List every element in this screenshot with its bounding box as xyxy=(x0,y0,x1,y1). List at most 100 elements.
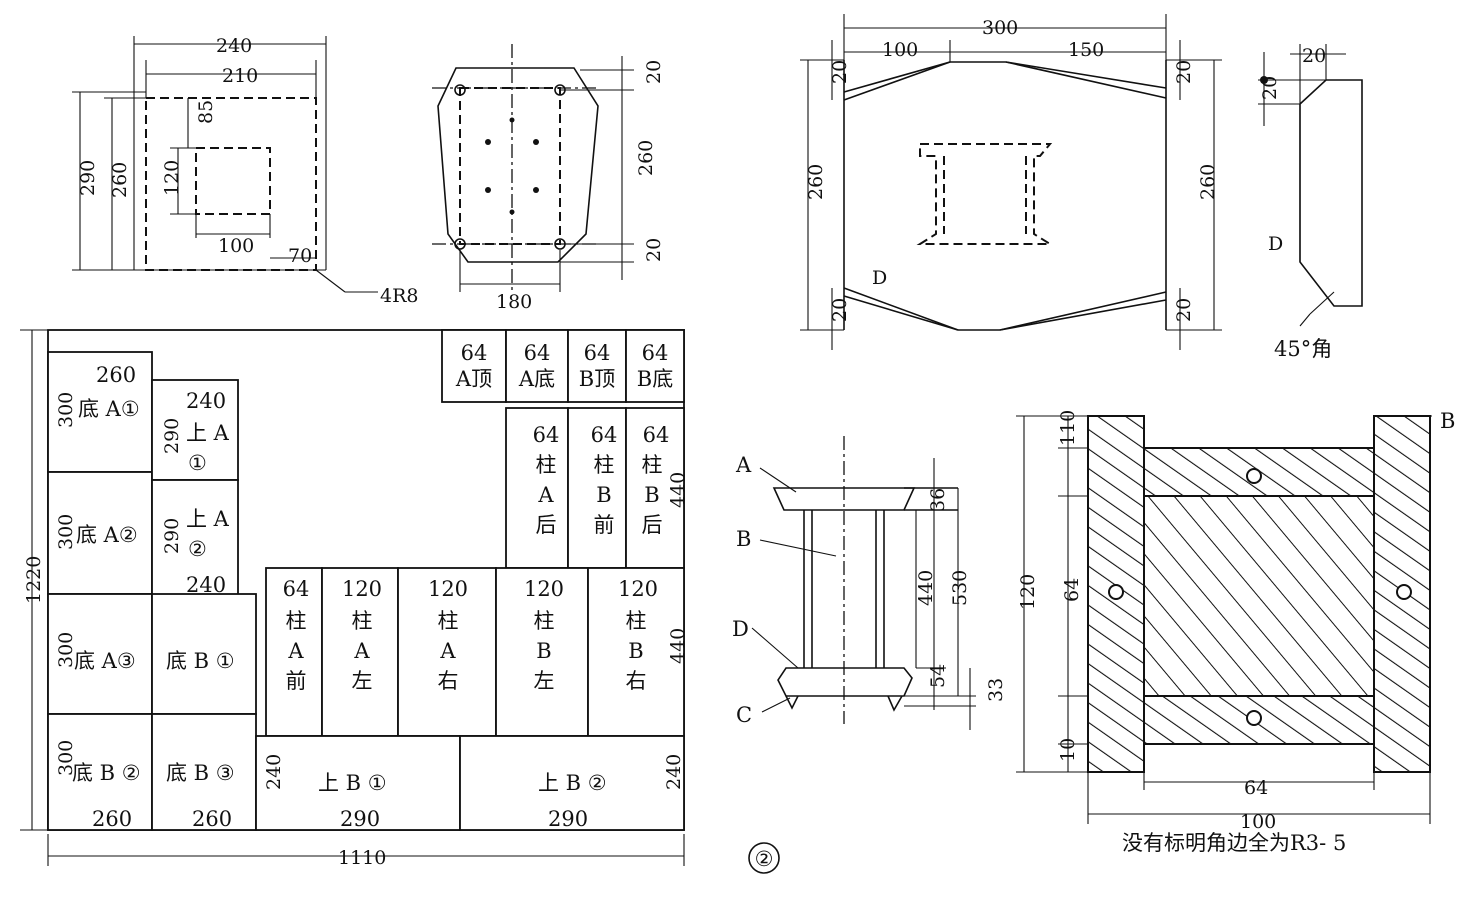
piece-line: 后 xyxy=(536,513,557,537)
dim-530: 530 xyxy=(949,570,971,606)
piece-line: 前 xyxy=(286,669,307,693)
base-a1-label: 底 A① xyxy=(78,397,140,421)
dim-85: 85 xyxy=(195,100,217,124)
piece-line: B xyxy=(536,639,551,663)
piece-a-bottom: 64 A底 xyxy=(518,341,555,391)
piece-line: 左 xyxy=(352,669,373,693)
piece-b-bottom: 64 B底 xyxy=(637,341,673,391)
piece-line: 120 xyxy=(342,577,382,601)
piece-column-b-left: 120 柱 B 左 xyxy=(524,577,564,693)
piece-line: B xyxy=(644,483,659,507)
piece-line: 64 xyxy=(584,341,611,365)
base-a2-label: 底 A② xyxy=(76,523,138,547)
piece-line: 64 xyxy=(283,577,310,601)
piece-column-a-front: 64 柱 A 前 xyxy=(283,577,310,693)
base-a3-height: 300 xyxy=(55,632,77,668)
piece-line: 64 xyxy=(643,423,670,447)
top-mid-plate-view: 20 260 20 180 xyxy=(432,44,665,313)
base-b2-label: 底 B ② xyxy=(72,761,141,785)
top-b1-width: 290 xyxy=(340,807,380,831)
top-left-plan-view: 240 210 85 290 260 120 100 70 4R8 xyxy=(72,35,418,307)
base-a3-label: 底 A③ xyxy=(74,649,136,673)
piece-line: 前 xyxy=(594,513,615,537)
piece-line: A xyxy=(439,639,456,663)
base-a1-width: 260 xyxy=(96,363,136,387)
dim-20-top: 20 xyxy=(643,60,665,84)
top-a2-height: 290 xyxy=(161,518,183,554)
drawing-number: ② xyxy=(755,847,774,871)
base-b3-label: 底 B ③ xyxy=(166,761,235,785)
piece-line: 柱 xyxy=(438,609,459,633)
top-a2-width: 240 xyxy=(186,573,226,597)
top-a1-label: 上 A xyxy=(186,421,230,445)
piece-line: 64 xyxy=(642,341,669,365)
dim-120: 120 xyxy=(161,160,183,196)
section-view: B 110 64 120 10 64 100 没有标明角边全为R3- 5 xyxy=(1016,409,1455,855)
top-b1-label: 上 B ① xyxy=(318,771,387,795)
piece-line: 120 xyxy=(524,577,564,601)
assembly-view: A B D C 36 440 530 54 33 ② xyxy=(732,436,1007,874)
top-a1-height: 290 xyxy=(161,418,183,454)
piece-line: 右 xyxy=(438,669,459,693)
dim-20-top-left: 20 xyxy=(829,60,851,84)
base-a2-height: 300 xyxy=(55,514,77,550)
dim-20-bottom-right: 20 xyxy=(1173,298,1195,322)
base-a1-height: 300 xyxy=(55,392,77,428)
base-b1-label: 底 B ① xyxy=(166,649,235,673)
dim-20-bottom: 20 xyxy=(643,238,665,262)
piece-line: 64 xyxy=(533,423,560,447)
piece-column-b-back: 64 柱 B 后 xyxy=(642,423,670,537)
piece-line: B顶 xyxy=(579,367,615,391)
piece-line: A底 xyxy=(518,367,555,391)
dim-20-left: 20 xyxy=(1259,76,1281,100)
piece-line: A xyxy=(287,639,304,663)
top-b2-label: 上 B ② xyxy=(538,771,607,795)
dim-20-top: 20 xyxy=(1302,45,1326,67)
base-b2-height: 300 xyxy=(55,740,77,776)
label-a: A xyxy=(735,453,752,477)
dim-440-lower: 440 xyxy=(667,628,689,664)
dim-300: 300 xyxy=(982,17,1018,39)
piece-column-b-right: 120 柱 B 右 xyxy=(618,577,658,693)
piece-line: 右 xyxy=(626,669,647,693)
piece-line: 120 xyxy=(618,577,658,601)
cut-layout: 64 A顶 64 A底 64 B顶 64 B底 64 柱 A 后 64 柱 B … xyxy=(20,329,689,869)
corner-radius-note: 没有标明角边全为R3- 5 xyxy=(1122,831,1346,855)
piece-column-a-right: 120 柱 A 右 xyxy=(428,577,468,693)
side-part-view: 20 20 D 45°角 xyxy=(1258,44,1363,361)
top-a1-number: ① xyxy=(188,451,207,475)
top-right-top-view: 300 100 150 260 260 20 20 20 20 D xyxy=(800,14,1222,350)
top-b1-height: 240 xyxy=(263,754,285,790)
dim-1110: 1110 xyxy=(338,847,386,869)
dim-260: 260 xyxy=(635,140,657,176)
piece-line: 柱 xyxy=(642,453,663,477)
piece-line: 左 xyxy=(534,669,555,693)
label-c: C xyxy=(736,703,752,727)
dim-440-upper: 440 xyxy=(667,472,689,508)
piece-line: B xyxy=(596,483,611,507)
base-b2-width: 260 xyxy=(92,807,132,831)
dim-120: 120 xyxy=(1017,574,1039,610)
piece-line: 柱 xyxy=(626,609,647,633)
piece-line: A xyxy=(353,639,370,663)
label-b: B xyxy=(736,527,751,551)
piece-line: 柱 xyxy=(534,609,555,633)
radius-label: 4R8 xyxy=(380,285,418,307)
piece-line: 后 xyxy=(642,513,663,537)
angle-note: 45°角 xyxy=(1274,337,1332,361)
dim-290: 290 xyxy=(77,160,99,196)
dim-54: 54 xyxy=(927,664,949,688)
dim-100: 100 xyxy=(1240,811,1276,833)
dim-440: 440 xyxy=(915,570,937,606)
dim-240: 240 xyxy=(216,35,252,57)
piece-line: A xyxy=(537,483,554,507)
piece-line: 柱 xyxy=(352,609,373,633)
dim-110: 110 xyxy=(1057,410,1079,446)
dim-260-left: 260 xyxy=(805,164,827,200)
dim-70: 70 xyxy=(288,245,312,267)
piece-line: 柱 xyxy=(536,453,557,477)
piece-column-a-back: 64 柱 A 后 xyxy=(533,423,560,537)
label-b: B xyxy=(1440,409,1455,433)
piece-line: 120 xyxy=(428,577,468,601)
